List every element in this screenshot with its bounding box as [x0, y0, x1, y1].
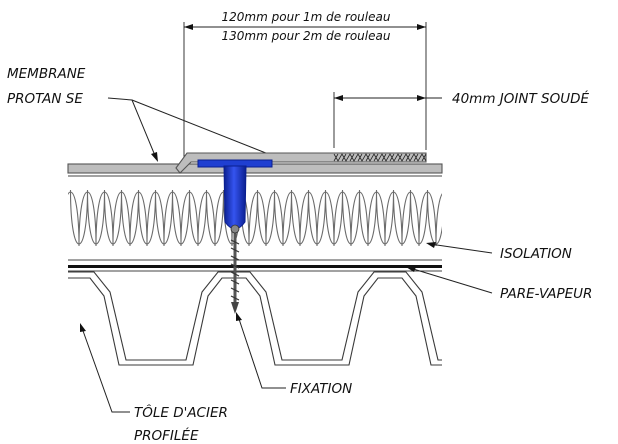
tole-annotation: TÔLE D'ACIER PROFILÉE [80, 323, 228, 444]
pare-vapeur-annotation: PARE-VAPEUR [406, 267, 592, 302]
tole-leader [81, 327, 130, 413]
pare-vapeur-label: PARE-VAPEUR [500, 286, 592, 302]
membrane-label-line1: MEMBRANE [7, 66, 86, 82]
weld-joint-hatching [333, 153, 427, 162]
fastener-sleeve [223, 165, 247, 230]
vapour-barrier [68, 265, 442, 268]
tole-label-line2: PROFILÉE [134, 427, 199, 444]
tole-leader-arrow [80, 323, 86, 332]
dim-arrow-joint-right [417, 95, 426, 101]
fixation-annotation: FIXATION [236, 312, 352, 397]
dimension-weld-joint: 40mm JOINT SOUDÉ [333, 90, 589, 148]
tole-label-line1: TÔLE D'ACIER [134, 403, 228, 421]
fixation-assembly [197, 159, 273, 314]
isolation-label: ISOLATION [500, 246, 572, 262]
fixation-leader [237, 315, 286, 389]
dim-label-1m: 120mm pour 1m de rouleau [222, 10, 391, 24]
membrane-leader-2 [131, 99, 287, 162]
insulation-panel [68, 175, 442, 261]
membrane-annotation: MEMBRANE PROTAN SE [7, 66, 290, 162]
pare-vapeur-leader-arrow [406, 267, 416, 272]
dim-arrow-joint-left [334, 95, 343, 101]
deck-profile-inner [68, 277, 442, 366]
insulation-fibre-loops [68, 189, 442, 247]
screw-thread [230, 239, 240, 301]
pare-vapeur-leader [409, 267, 493, 294]
isolation-leader [429, 243, 493, 254]
profiled-steel-deck [68, 270, 442, 366]
insulation-fibre-pattern [68, 189, 442, 247]
isolation-annotation: ISOLATION [426, 242, 572, 262]
vapour-barrier-line [68, 265, 442, 268]
dimension-roll-overlap: 120mm pour 1m de rouleau 130mm pour 2m d… [183, 10, 427, 168]
screw-head [230, 224, 240, 234]
screw-tip [231, 302, 239, 314]
isolation-leader-arrow [426, 242, 436, 248]
dim-label-2m: 130mm pour 2m de rouleau [222, 29, 391, 43]
membrane-label-line2: PROTAN SE [7, 91, 83, 107]
dim-arrow-left [184, 24, 193, 30]
fixation-leader-arrow [236, 312, 242, 321]
membrane-leader-1-arrow [151, 152, 158, 162]
deck-profile-outer [68, 271, 442, 361]
joint-label: 40mm JOINT SOUDÉ [452, 90, 589, 107]
dim-arrow-right [417, 24, 426, 30]
fixation-label: FIXATION [290, 381, 352, 397]
